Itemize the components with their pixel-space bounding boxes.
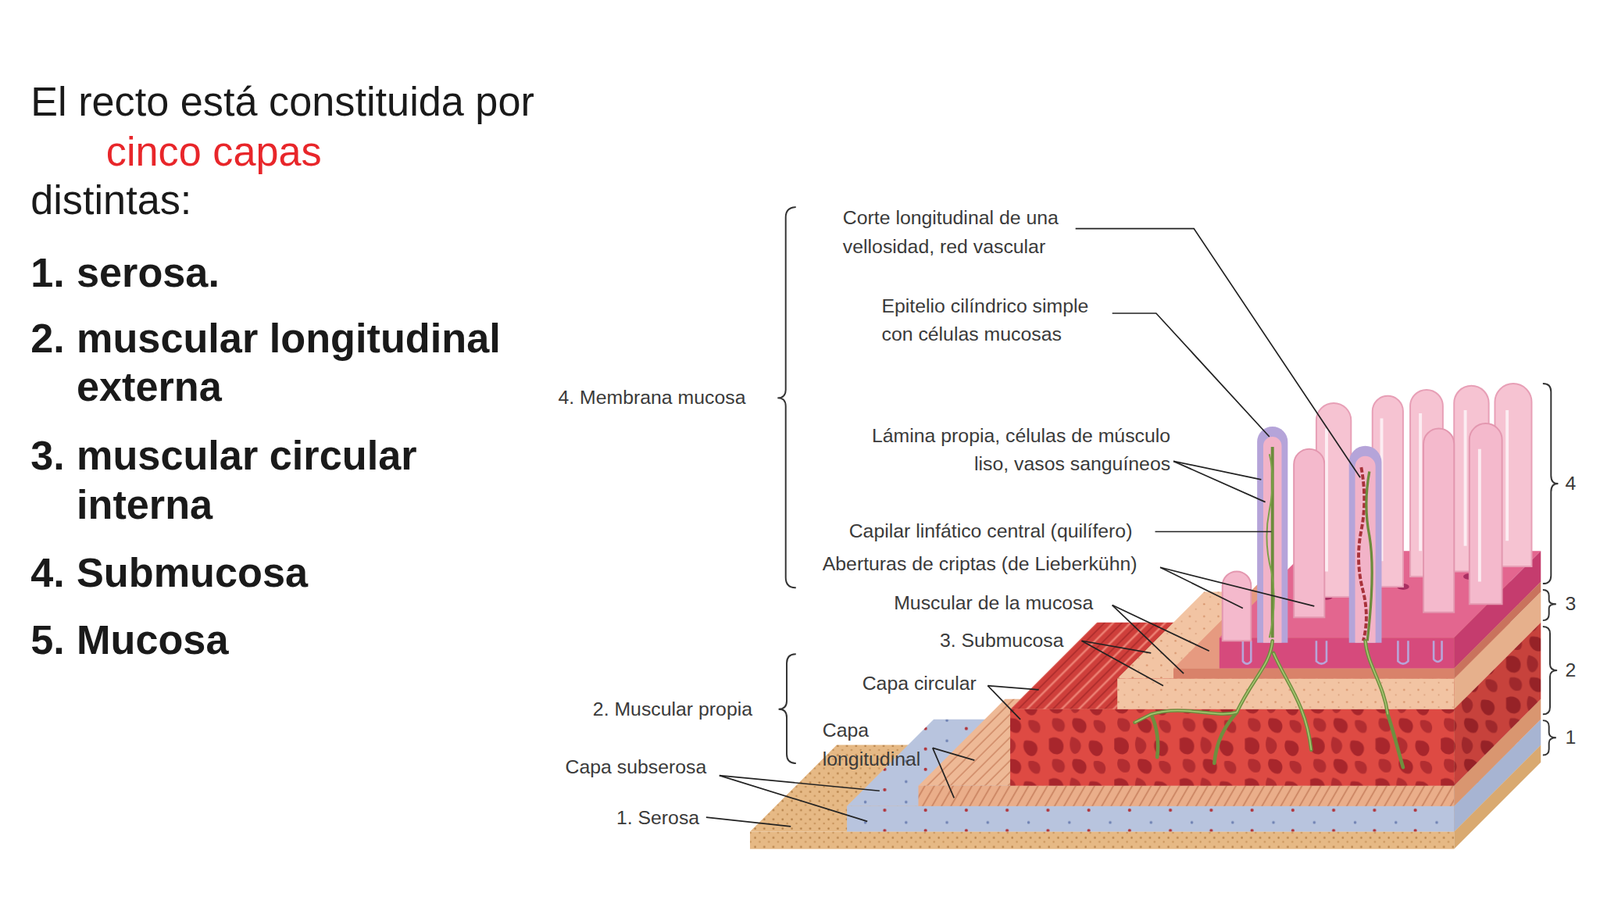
villus-lamina — [1263, 436, 1283, 643]
leader-line — [1112, 605, 1210, 652]
villus-highlight — [1464, 410, 1468, 547]
crypt — [1242, 640, 1251, 664]
villus — [1222, 571, 1252, 641]
vessel — [1214, 712, 1237, 764]
vessel — [1366, 471, 1372, 641]
serosa-front — [750, 831, 1454, 849]
brace — [778, 653, 797, 764]
blood-vessel — [1358, 467, 1367, 641]
vessel — [1134, 710, 1237, 722]
longitudinal-top — [918, 699, 1542, 786]
leader-line — [987, 685, 1039, 690]
part-label: Epitelio cilíndrico simple con células m… — [881, 292, 1116, 350]
villus — [1293, 449, 1325, 618]
layer-label: 2. Muscular propia — [592, 694, 787, 724]
leader-lines — [706, 228, 1361, 827]
leader-line — [1160, 567, 1243, 608]
villus-epithelium — [1257, 426, 1288, 643]
heading-text: distintas: — [30, 175, 337, 226]
vessel — [1387, 714, 1404, 768]
longitudinal-front — [918, 785, 1455, 807]
longitudinal-layer — [918, 699, 1542, 807]
vessel — [1365, 640, 1389, 715]
circular-front — [1010, 709, 1454, 786]
list-number: 4. — [30, 547, 82, 597]
leader-line — [1112, 313, 1270, 437]
callout-number: 2 — [1565, 656, 1597, 686]
brace — [1542, 626, 1558, 715]
leader-line — [1155, 531, 1272, 533]
leader-line — [932, 747, 975, 761]
list-number: 2. — [30, 313, 82, 363]
villus — [1423, 428, 1454, 613]
leader-line — [719, 775, 868, 822]
subserosa-front — [846, 806, 1454, 833]
heading-highlight: cinco capas — [106, 126, 372, 177]
muscularis-mucosae-front — [1173, 668, 1454, 679]
layer-label: 3. Submucosa — [939, 626, 1093, 656]
list-item: Submucosa — [76, 547, 485, 597]
list-item: muscular circular interna — [76, 430, 536, 529]
callout-number: 3 — [1565, 589, 1597, 619]
vessel-highlight — [1365, 640, 1389, 715]
part-label: Capilar linfático central (quilífero) — [849, 517, 1176, 547]
callout-number: 4 — [1565, 469, 1597, 499]
villus-epithelium — [1349, 446, 1383, 643]
leader-line — [1173, 460, 1266, 502]
vessel-highlight — [1273, 653, 1311, 750]
list-item: Mucosa — [76, 615, 485, 665]
brace — [1542, 720, 1557, 755]
vessel — [1236, 640, 1273, 712]
villus-highlight — [1505, 410, 1509, 541]
braces — [777, 207, 1558, 764]
part-label: Capa circular — [862, 669, 1006, 699]
vessel — [1150, 714, 1158, 758]
leader-line — [1081, 640, 1163, 686]
leader-line — [1160, 567, 1315, 607]
villus-highlight — [1418, 413, 1422, 551]
leader-line — [987, 685, 1021, 720]
vessels — [1134, 640, 1404, 768]
cut-villus — [1349, 446, 1383, 643]
vessel — [1273, 653, 1311, 750]
leader-line — [932, 747, 954, 798]
crypt — [1316, 640, 1327, 664]
submucosa-front — [1117, 678, 1454, 710]
leader-line — [1173, 460, 1261, 480]
layer-label: 4. Membrana mucosa — [557, 383, 783, 413]
part-label: Aberturas de criptas (de Lieberkühn) — [822, 550, 1170, 579]
list-number: 3. — [30, 430, 82, 480]
list-item: serosa. — [76, 247, 485, 297]
callout-number: 1 — [1565, 723, 1597, 753]
brace — [777, 207, 797, 588]
part-label: Muscular de la mucosa — [893, 589, 1139, 618]
layer-label: 1. Serosa — [616, 803, 729, 833]
villus-lamina — [1355, 456, 1376, 643]
part-label: Capa subserosa — [565, 753, 740, 783]
villus — [1469, 423, 1503, 604]
leader-line — [706, 817, 791, 827]
vessel-highlights — [1134, 640, 1388, 750]
villus-highlight — [1325, 428, 1329, 572]
vessel-highlight — [1236, 640, 1273, 712]
part-label: Capa longitudinal — [822, 716, 936, 774]
list-item: muscular longitudinal externa — [76, 313, 536, 411]
part-label: Lámina propia, células de músculo liso, … — [869, 421, 1171, 479]
list-number: 5. — [30, 615, 82, 665]
part-label: Corte longitudinal de una vellosidad, re… — [842, 203, 1093, 261]
crypt — [1433, 640, 1442, 662]
vessel — [1266, 453, 1274, 638]
mucosa-front — [1219, 637, 1454, 668]
heading-text: El recto está constituida por — [30, 76, 551, 127]
vessel-highlight — [1134, 710, 1237, 722]
cut-villus — [1257, 426, 1288, 643]
villus-highlight — [1478, 449, 1482, 583]
brace — [1542, 383, 1559, 584]
crypt — [1397, 640, 1408, 664]
brace — [1542, 589, 1557, 621]
list-number: 1. — [30, 247, 82, 297]
